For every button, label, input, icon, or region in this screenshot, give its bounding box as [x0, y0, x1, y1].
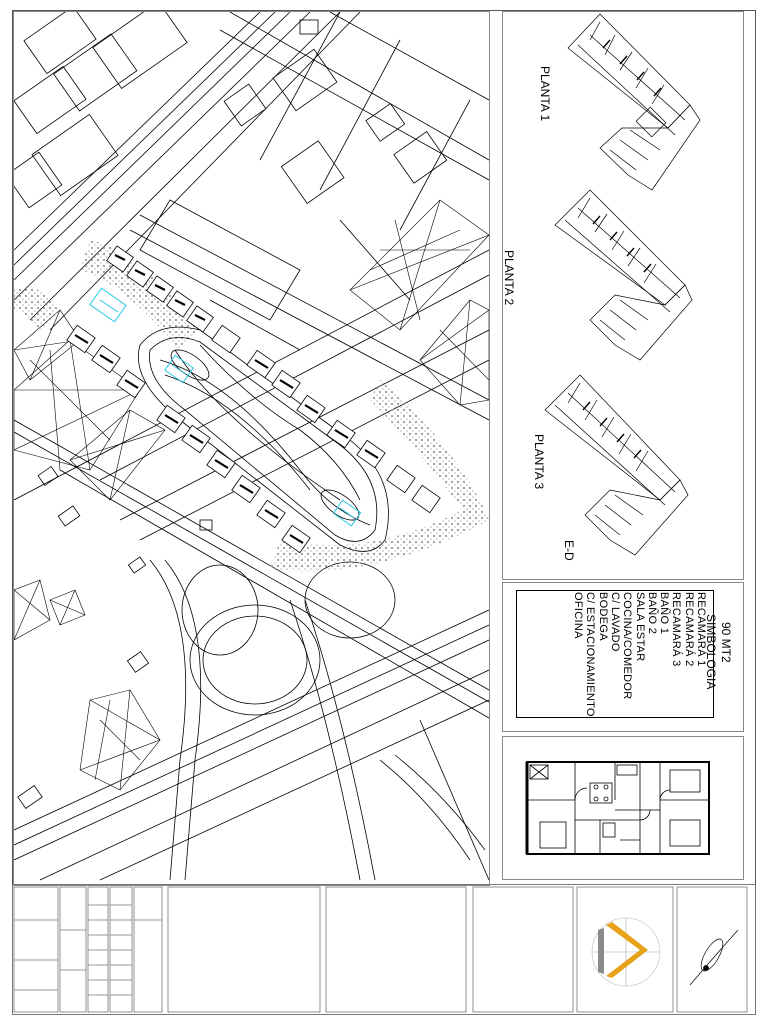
logo-mark — [591, 917, 661, 987]
floor-plans-frame — [502, 11, 744, 580]
site-plan-frame — [13, 11, 490, 886]
planta-1-plan — [567, 13, 701, 191]
unit-plan-frame — [502, 736, 744, 880]
north-arrow — [689, 929, 739, 986]
planta-2-plan — [554, 189, 693, 361]
legend-inner-box — [516, 590, 714, 718]
title-block-frame — [12, 884, 756, 1015]
planta-3-plan — [544, 374, 689, 556]
legend-frame — [502, 582, 744, 732]
